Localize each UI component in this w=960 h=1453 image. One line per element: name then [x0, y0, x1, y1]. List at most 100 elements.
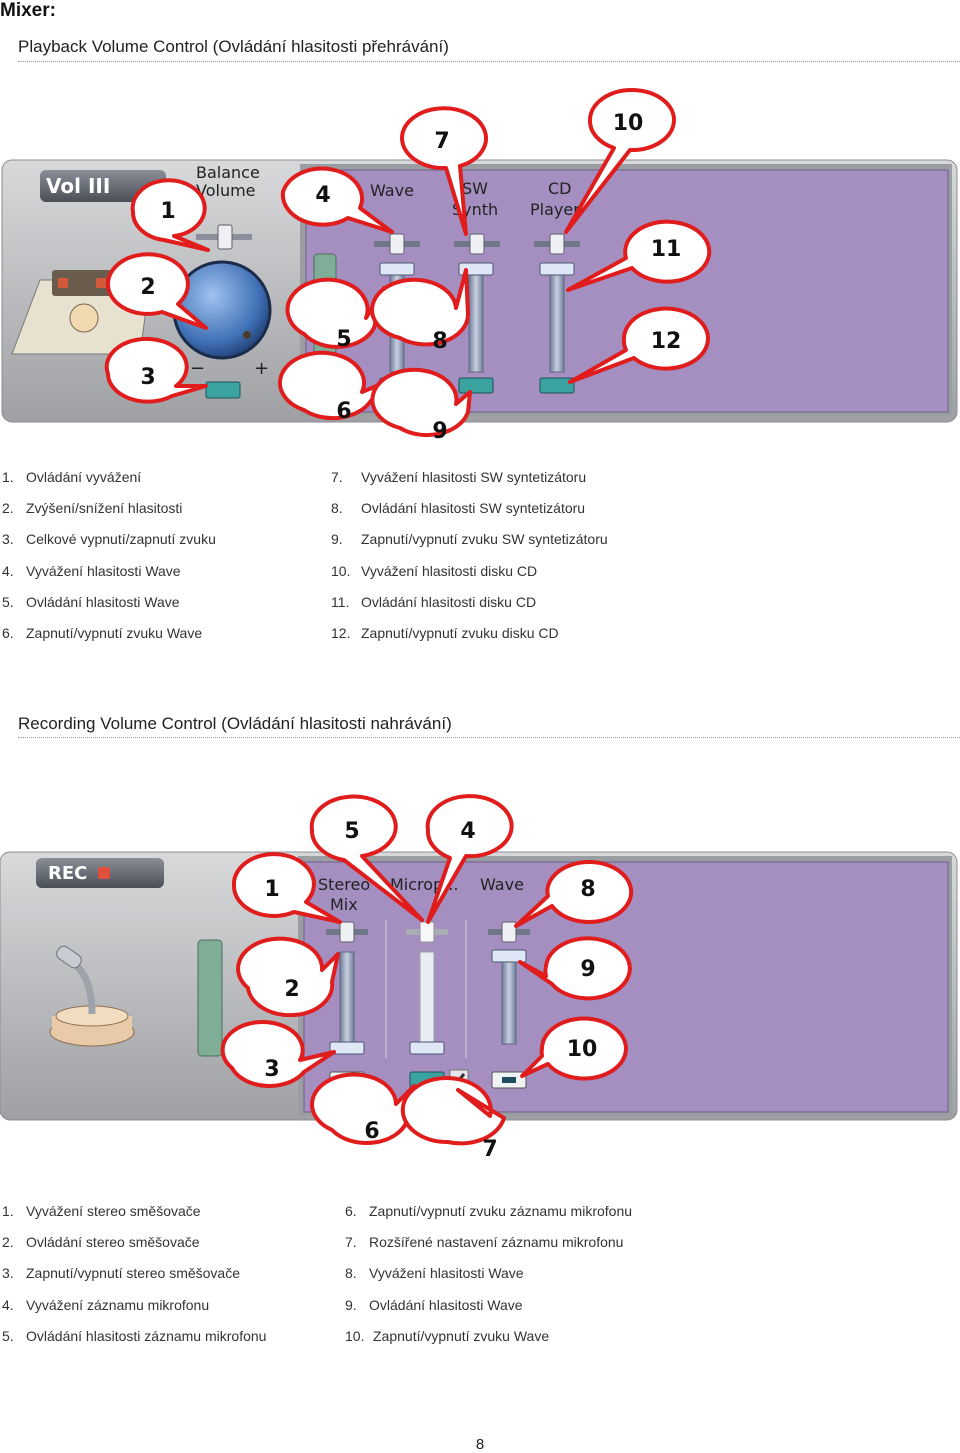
recording-legend-left: 1.Vyvážení stereo směšovače 2.Ovládání s…: [2, 1196, 266, 1352]
balance-label: Balance: [196, 163, 260, 182]
playback-callout-8: [370, 268, 471, 347]
rec-level-meter: [197, 939, 223, 1057]
playback-mixer-figure: Vol III Balance Volume − + Wave SW Synth…: [0, 82, 960, 454]
sw-mute-button[interactable]: [458, 377, 494, 394]
rec-callout-1-label: 1: [264, 877, 279, 902]
minus-label: −: [190, 358, 205, 379]
rec-callout-10-label: 10: [567, 1037, 598, 1062]
rec-callout-9: [518, 936, 632, 1001]
rec-callout-7-label: 7: [482, 1137, 497, 1162]
rec-callout-1: [231, 852, 342, 924]
recording-mixer-figure: REC Stereo Mix Microp... Wave: [0, 786, 960, 1180]
rec-callout-3-label: 3: [264, 1057, 279, 1082]
playback-callout-3: [104, 336, 208, 404]
recording-legend-right: 6.Zapnutí/vypnutí zvuku záznamu mikrofon…: [345, 1196, 632, 1352]
wave-channel-label: Wave: [370, 181, 414, 200]
micro-volume-thumb[interactable]: [409, 1041, 445, 1055]
legend-item: 6.Zapnutí/vypnutí zvuku Wave: [2, 625, 203, 642]
playback-callout-1-label: 1: [160, 199, 175, 224]
playback-callout-11: [566, 219, 712, 292]
playback-callout-4: [280, 166, 394, 234]
legend-item: 10.Vyvážení hlasitosti disku CD: [331, 562, 538, 579]
rec-callout-4: [425, 794, 514, 924]
rec-callout-6: [310, 1072, 416, 1145]
master-mute-button[interactable]: [205, 381, 241, 399]
playback-callout-9: [370, 367, 472, 438]
legend-item: 12.Zapnutí/vypnutí zvuku disku CD: [331, 625, 559, 642]
rec-wave-mute-icon: [502, 1077, 516, 1083]
playback-callout-9-label: 9: [432, 419, 447, 444]
legend-item: 9.Zapnutí/vypnutí zvuku SW syntetizátoru: [331, 531, 608, 548]
cd-mute-button[interactable]: [539, 377, 575, 394]
stereo-volume-thumb[interactable]: [329, 1041, 365, 1055]
knob-indicator: [243, 331, 251, 339]
legend-item: 11.Ovládání hlasitosti disku CD: [331, 593, 537, 610]
wave-balance-slider[interactable]: [374, 233, 420, 255]
stereo-balance-slider[interactable]: [326, 921, 368, 943]
plus-label: +: [254, 358, 269, 379]
playback-legend-right: 7.Vyvážení hlasitosti SW syntetizátoru 8…: [331, 462, 608, 649]
legend-item: 6.Zapnutí/vypnutí zvuku záznamu mikrofon…: [345, 1203, 633, 1219]
legend-item: 2.Ovládání stereo směšovače: [2, 1234, 200, 1251]
legend-item: 7.Vyvážení hlasitosti SW syntetizátoru: [331, 469, 587, 485]
sw-volume-track[interactable]: [468, 266, 484, 373]
recording-heading: Recording Volume Control (Ovládání hlasi…: [18, 714, 452, 733]
playback-callout-10: [564, 88, 676, 234]
rec-wave-volume-thumb[interactable]: [491, 949, 527, 963]
playback-callout-8-label: 8: [432, 329, 447, 354]
playback-callout-2: [105, 252, 208, 330]
page-title: Mixer:: [0, 0, 56, 21]
playback-callout-6-label: 6: [336, 399, 351, 424]
rec-wave-balance-slider[interactable]: [488, 921, 530, 943]
master-balance-slider[interactable]: [196, 224, 252, 250]
rec-callout-8: [514, 860, 634, 928]
playback-legend-left: 1.Ovládání vyvážení 2.Zvýšení/snížení hl…: [2, 462, 216, 649]
vol-badge: [40, 170, 166, 202]
playback-callout-12: [568, 306, 710, 384]
cd-volume-track[interactable]: [549, 266, 565, 373]
playback-heading: Playback Volume Control (Ovládání hlasit…: [18, 37, 449, 56]
microphone-icon: [49, 945, 135, 1047]
playback-callout-2-label: 2: [140, 275, 155, 300]
rec-callout-6-label: 6: [364, 1119, 379, 1144]
rec-badge-label: REC: [48, 863, 87, 884]
rec-callout-10: [520, 1016, 628, 1081]
playback-callout-12-label: 12: [651, 329, 682, 354]
rec-callout-5: [309, 794, 424, 922]
rec-wave-volume-track[interactable]: [501, 951, 517, 1045]
playback-callout-5: [285, 277, 386, 349]
wave-volume-thumb[interactable]: [379, 262, 415, 276]
playback-callout-4-label: 4: [315, 183, 330, 208]
rec-wave-channel-label: Wave: [480, 875, 524, 894]
legend-item: 8.Ovládání hlasitosti SW syntetizátoru: [331, 500, 586, 517]
playback-callout-7: [399, 106, 488, 236]
rec-callout-2: [236, 936, 340, 1018]
cd-balance-slider[interactable]: [534, 233, 580, 255]
cd-volume-thumb[interactable]: [539, 262, 575, 276]
playback-callout-10-label: 10: [613, 111, 644, 136]
playback-callout-3-label: 3: [140, 365, 155, 390]
stereo-volume-track[interactable]: [339, 951, 355, 1045]
legend-item: 4.Vyvážení hlasitosti Wave: [2, 562, 181, 579]
sw-balance-slider[interactable]: [454, 233, 500, 255]
recording-rule: [18, 737, 960, 738]
legend-item: 8.Vyvážení hlasitosti Wave: [345, 1265, 524, 1282]
cd-channel-label-1: CD: [548, 179, 572, 198]
legend-item: 7.Rozšířené nastavení záznamu mikrofonu: [345, 1234, 624, 1251]
legend-item: 1.Ovládání vyvážení: [2, 469, 142, 485]
micro-volume-track[interactable]: [419, 951, 435, 1045]
legend-item: 2.Zvýšení/snížení hlasitosti: [2, 500, 183, 517]
playback-rule: [18, 61, 960, 62]
rec-callout-9-label: 9: [580, 957, 595, 982]
playback-callout-7-label: 7: [434, 129, 449, 154]
rec-callout-5-label: 5: [344, 819, 359, 844]
legend-item: 4.Vyvážení záznamu mikrofonu: [2, 1296, 210, 1313]
rec-callout-8-label: 8: [580, 877, 595, 902]
page-number: 8: [475, 1436, 485, 1453]
legend-item: 9.Ovládání hlasitosti Wave: [345, 1296, 523, 1313]
legend-item: 1.Vyvážení stereo směšovače: [2, 1203, 201, 1219]
legend-item: 3.Celkové vypnutí/zapnutí zvuku: [2, 531, 216, 548]
cd-channel-label-2: Player: [530, 200, 580, 219]
legend-item: 5.Ovládání hlasitosti záznamu mikrofonu: [2, 1327, 267, 1344]
volume-label: Volume: [196, 181, 256, 200]
